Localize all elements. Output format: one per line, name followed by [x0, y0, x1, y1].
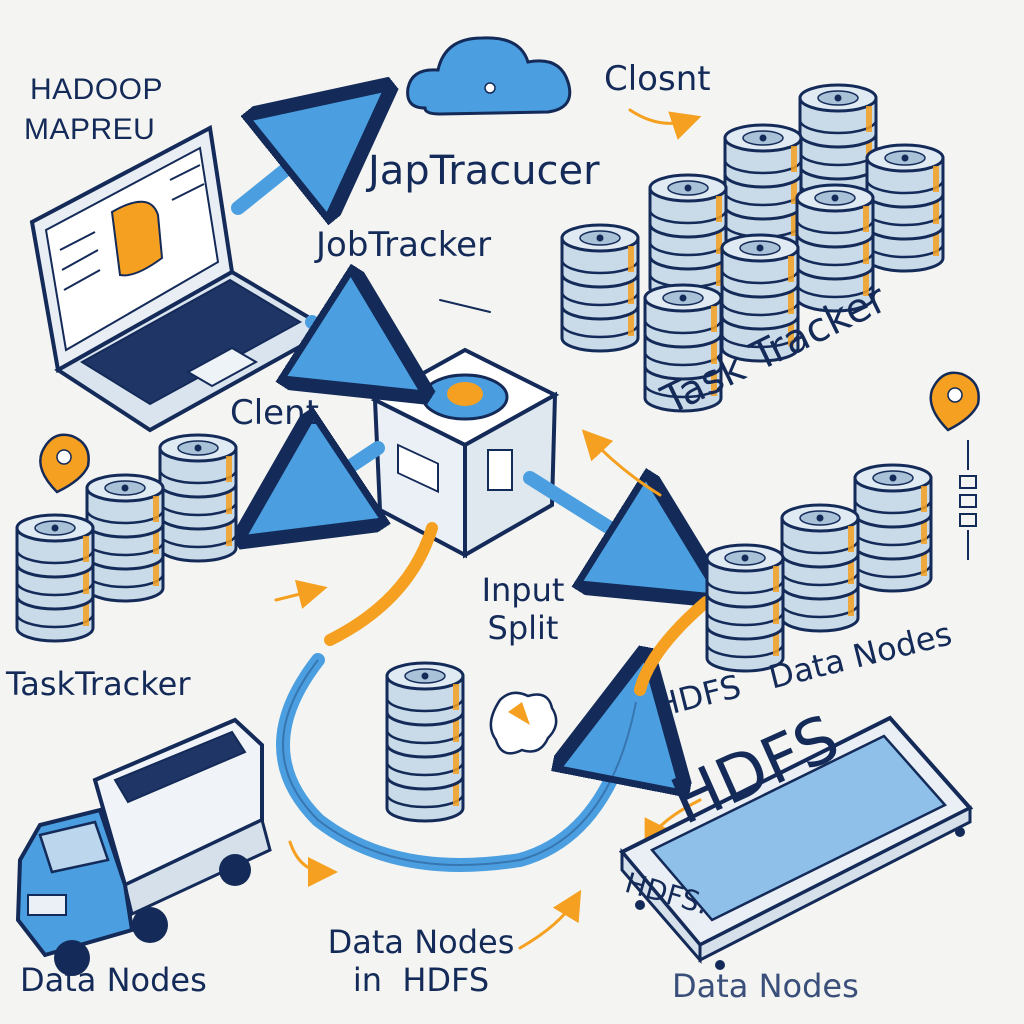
location-pin-icon [929, 371, 980, 432]
cloud-label: Closnt [604, 59, 711, 99]
cloud-icon [406, 36, 572, 116]
tasktracker-label: TaskTracker [6, 665, 191, 703]
laptop-icon [29, 124, 335, 433]
data-nodes-in-hdfs-line2: in HDFS [352, 961, 490, 999]
flow-arrows [238, 118, 706, 872]
title-line2: MAPREU [24, 113, 156, 146]
gear-icon [489, 691, 558, 755]
data-nodes-bottom-right-label: Data Nodes [672, 967, 859, 1005]
jobtracker-cube [370, 347, 560, 559]
jobtracker-label: JobTracker [316, 225, 492, 265]
truck-icon [15, 717, 272, 976]
jap-tracucer-label: JapTracucer [368, 148, 600, 194]
hdfs-tray [618, 715, 974, 970]
input-split-label-line1: Input [481, 571, 565, 609]
client-label: Clent [230, 393, 319, 433]
side-icon-strip [959, 440, 977, 560]
location-pin-icon [39, 433, 90, 494]
input-split-server-stack [385, 661, 465, 823]
input-split-label-line2: Split [487, 609, 559, 647]
data-nodes-bottom-left-label: Data Nodes [20, 961, 207, 999]
data-nodes-in-hdfs-line1: Data Nodes [327, 923, 515, 961]
title-line1: HADOOP [30, 73, 164, 106]
